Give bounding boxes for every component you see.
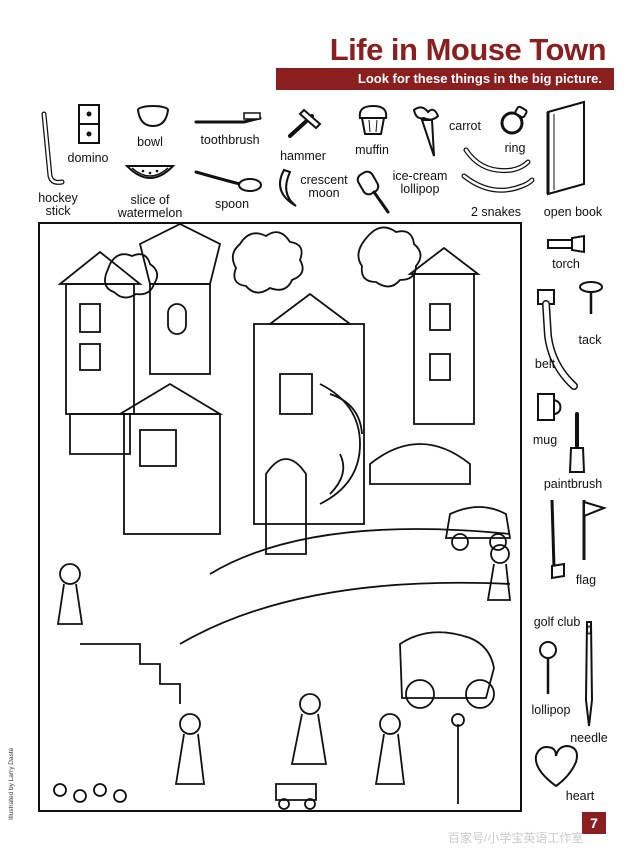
mug-label: mug — [532, 433, 558, 447]
watermelon-icon — [124, 165, 176, 179]
carrot-label: carrot — [449, 119, 481, 133]
toothbrush-icon — [194, 112, 262, 124]
bowl-icon — [137, 105, 169, 128]
crescent-moon-label: crescent moon — [300, 173, 348, 200]
hammer-label: hammer — [280, 149, 326, 163]
subtitle-text: Look for these things in the big picture… — [357, 71, 602, 86]
flag-label: flag — [575, 573, 597, 587]
tack-icon — [579, 281, 603, 314]
hammer-icon — [288, 108, 322, 138]
open-book-icon — [546, 100, 585, 196]
spoon-icon — [194, 170, 262, 192]
subtitle-banner: Look for these things in the big picture… — [276, 68, 614, 90]
torch-label: torch — [552, 257, 580, 271]
paintbrush-icon — [568, 412, 586, 473]
ring-icon — [500, 105, 528, 135]
golf-club-label: golf club — [533, 615, 581, 629]
domino-icon — [78, 104, 100, 144]
mug-icon — [537, 393, 562, 421]
torch-icon — [547, 234, 585, 254]
ring-label: ring — [504, 141, 526, 155]
lollipop-icon — [539, 641, 557, 694]
paintbrush-label: paintbrush — [543, 477, 603, 491]
watermark-text: 百家号/小学宝英语工作室 — [448, 831, 584, 845]
belt-icon — [537, 289, 578, 390]
heart-icon — [534, 744, 578, 788]
domino-label: domino — [67, 151, 109, 165]
two-snakes-icon — [461, 147, 535, 193]
page-title: Life in Mouse Town — [329, 32, 607, 67]
bowl-label: bowl — [137, 135, 163, 149]
scene-drawing — [53, 224, 512, 810]
illustrator-credit: Illustrated by Larry Daste — [8, 747, 15, 820]
carrot-icon — [412, 106, 440, 157]
open-book-label: open book — [543, 205, 603, 219]
page-number: 7 — [582, 812, 606, 834]
belt-label: belt — [534, 357, 556, 371]
two-snakes-label: 2 snakes — [470, 205, 522, 219]
scene-illustration — [38, 222, 522, 812]
muffin-icon — [358, 104, 388, 135]
needle-icon — [584, 621, 594, 727]
ice-cream-lollipop-label: ice-cream lollipop — [392, 169, 448, 196]
heart-label: heart — [565, 789, 595, 803]
spoon-label: spoon — [214, 197, 250, 211]
muffin-label: muffin — [355, 143, 389, 157]
tack-label: tack — [578, 333, 602, 347]
crescent-moon-icon — [279, 168, 297, 207]
hockey-stick-label: hockey stick — [38, 191, 78, 218]
toothbrush-label: toothbrush — [200, 133, 260, 147]
hockey-stick-icon — [41, 111, 65, 185]
ice-cream-lollipop-icon — [356, 170, 390, 214]
golf-club-icon — [550, 499, 565, 580]
watermelon-label: slice of watermelon — [117, 193, 183, 220]
lollipop-label: lollipop — [531, 703, 571, 717]
needle-label: needle — [570, 731, 608, 745]
flag-icon — [582, 500, 608, 560]
